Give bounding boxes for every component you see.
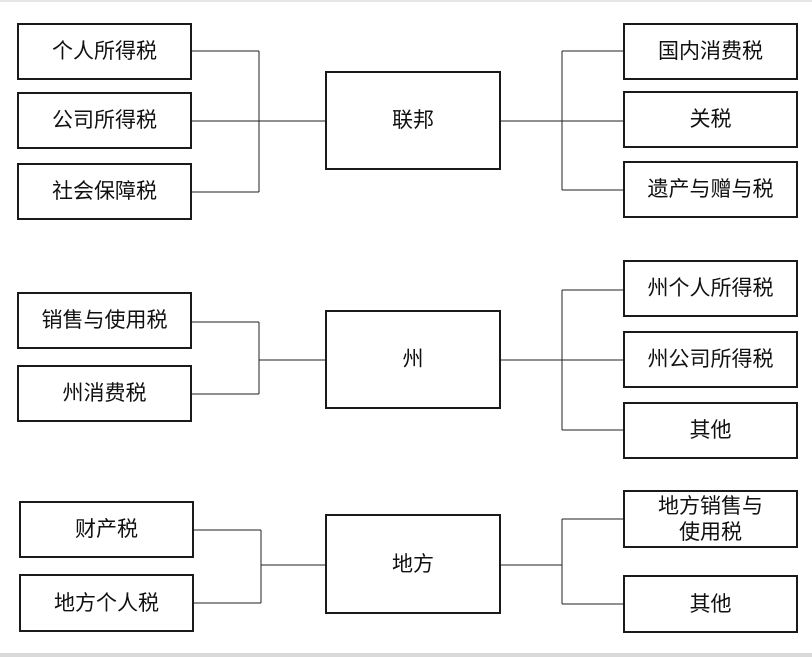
bottom-edge-band (0, 653, 812, 657)
state-left-node-2: 州消费税 (17, 365, 192, 422)
state-left-node-1: 销售与使用税 (17, 292, 192, 349)
federal-right-node-2: 关税 (623, 91, 798, 148)
federal-left-node-3: 社会保障税 (17, 163, 192, 220)
top-edge-band (0, 0, 812, 2)
state-right-node-3: 其他 (623, 402, 798, 459)
federal-right-node-3: 遗产与赠与税 (623, 161, 798, 218)
federal-left-node-2: 公司所得税 (17, 92, 192, 149)
federal-center-node: 联邦 (325, 71, 501, 170)
local-left-node-2: 地方个人税 (19, 574, 194, 632)
local-right-node-1: 地方销售与 使用税 (623, 490, 798, 548)
local-right-node-2: 其他 (623, 575, 798, 633)
state-right-node-2: 州公司所得税 (623, 331, 798, 388)
state-center-node: 州 (325, 310, 501, 409)
federal-left-node-1: 个人所得税 (17, 23, 192, 80)
local-center-node: 地方 (325, 514, 501, 614)
state-right-node-1: 州个人所得税 (623, 260, 798, 317)
local-left-node-1: 财产税 (19, 501, 194, 558)
federal-right-node-1: 国内消费税 (623, 23, 798, 80)
